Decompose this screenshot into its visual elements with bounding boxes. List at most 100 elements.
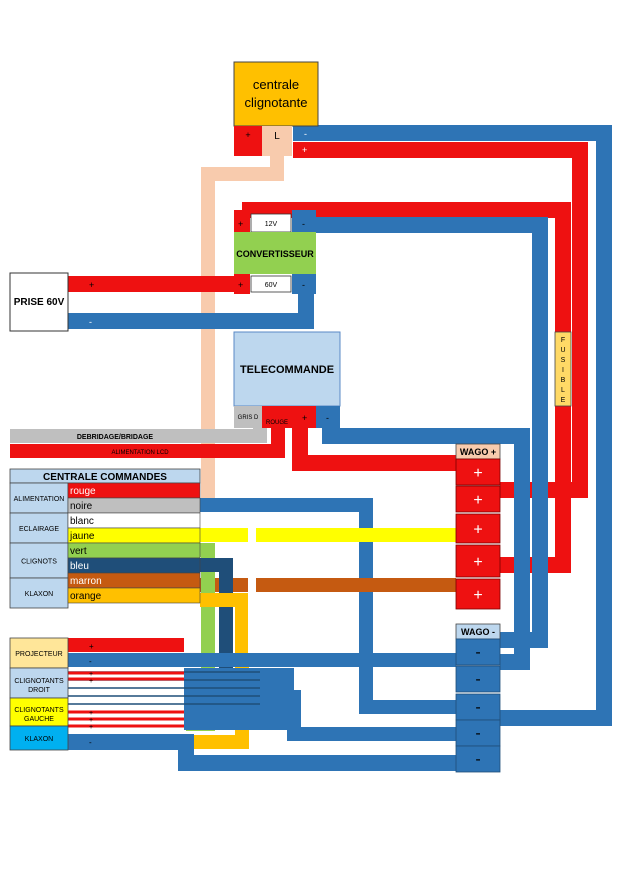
fusible-letter: B (561, 377, 566, 384)
cc-wire-row (67, 542, 201, 559)
centrale-commandes-groups: ALIMENTATION ECLAIRAGE CLIGNOTS KLAXON (9, 482, 69, 609)
wago-plus-terminals: + + + + + (455, 458, 501, 610)
centrale-clignotante-line2: clignotante (245, 95, 308, 110)
conv-minus-label: - (302, 219, 305, 229)
cc-wire-label: blanc (70, 516, 94, 527)
wire-blue-cligno-minus (293, 125, 612, 726)
wago-plus-sign: + (473, 587, 482, 604)
wago-plus-label: WAGO + (460, 447, 496, 457)
wago-plus-terminal (455, 485, 501, 513)
wago-minus-terminal (455, 638, 501, 666)
wago-plus-terminal (455, 544, 501, 578)
wago-minus-terminal (455, 745, 501, 773)
wire-blue-klaxon (68, 734, 456, 771)
cc-wire-label: rouge (70, 486, 96, 497)
wire-peach-l (201, 143, 284, 498)
wago-minus-label: WAGO - (461, 627, 495, 637)
centrale-clignotante-box (233, 61, 319, 127)
centrale-commandes-title: CENTRALE COMMANDES (43, 472, 167, 483)
fusible-box (554, 331, 572, 407)
cc-group-box (9, 577, 69, 609)
telecommande-label: TELECOMMANDE (240, 364, 334, 376)
cc-wire-label: bleu (70, 561, 89, 572)
wire-blue-noire (200, 498, 456, 714)
cc-group-label: ALIMENTATION (14, 496, 65, 503)
wago-minus-sign: - (475, 699, 480, 716)
sortie-label: KLAXON (25, 736, 53, 743)
wago-minus-sign: - (475, 751, 480, 768)
wago-plus-sign: + (473, 465, 482, 482)
conv-12v-label: 12V (265, 221, 278, 228)
sortie-box (9, 637, 69, 669)
sortie-box (9, 725, 69, 751)
wago-minus-terminal (455, 719, 501, 747)
cc-wire-row (67, 587, 201, 604)
convertisseur-top-red (234, 210, 250, 232)
centrale-clignotante-line1: centrale (253, 77, 299, 92)
telecommande-rouge-label: ROUGE (266, 420, 288, 426)
cc-group-label: KLAXON (25, 591, 53, 598)
cc-wire-label: orange (70, 591, 102, 602)
projecteur-minus-label: - (89, 657, 92, 666)
fusible-letter: F (561, 337, 565, 344)
gauche-plus-label-1: + (89, 710, 93, 717)
conv-bottom-red (234, 274, 250, 294)
wire-blue-block-sorties (184, 668, 294, 730)
wire-blue-prise (68, 292, 314, 329)
cc-group-label: CLIGNOTS (21, 559, 57, 566)
debridage-label: DEBRIDAGE/BRIDAGE (77, 434, 154, 441)
conv-plus-label: + (238, 219, 243, 229)
droit-plus-label-1: + (89, 671, 93, 678)
fusible-letter: S (561, 357, 566, 364)
wago-minus-terminals: ----- (455, 638, 501, 773)
cc-wire-label: marron (70, 576, 102, 587)
cc-wire-label: jaune (69, 531, 95, 542)
cligno-minus-label: - (304, 129, 307, 139)
conv-60v-label: 60V (265, 282, 278, 289)
sortie-box (9, 667, 69, 699)
wago-minus-sign: - (475, 725, 480, 742)
conv-top-blue (292, 210, 316, 232)
telecommande-minus-label: - (326, 413, 329, 423)
cc-group-label: ECLAIRAGE (19, 526, 59, 533)
wago-plus-sign: + (473, 522, 482, 539)
convertisseur-label: CONVERTISSEUR (236, 249, 314, 259)
telecommande-rouge-terminal (262, 406, 292, 428)
prise-plus-label: + (89, 280, 94, 290)
wago-plus-sign: + (473, 492, 482, 509)
prise-60v-label: PRISE 60V (14, 297, 65, 308)
centrale-commandes-wires: rouge noire blanc jaune vert bleu marron orange (67, 482, 201, 604)
telecommande-minus-terminal (316, 406, 340, 428)
cc-wire-label: vert (70, 546, 87, 557)
wago-plus-terminal (455, 513, 501, 544)
wago-minus-sign: - (475, 644, 480, 661)
cligno-plus-label: + (245, 130, 250, 140)
fusible-letter: U (560, 347, 565, 354)
cc-wire-label: noire (70, 501, 93, 512)
fusible-letter: E (561, 397, 566, 404)
alimentation-lcd-label: ALIMENTATION LCD (111, 450, 169, 456)
conv-60v-box (250, 275, 292, 293)
convertisseur-box (234, 232, 316, 274)
wire-red-telecommande (292, 414, 456, 471)
droit-plus-label-2: + (89, 678, 93, 685)
prise-60v-box (9, 272, 69, 332)
conv-bottom-blue (292, 274, 316, 294)
telecommande-gris-terminal (234, 406, 262, 428)
telecommande-gris-label: GRIS D (238, 415, 259, 421)
prise-minus-label: - (89, 317, 92, 327)
telecommande-plus-terminal (292, 406, 316, 428)
cc-group-box (9, 482, 69, 514)
wago-plus-sign: + (473, 554, 482, 571)
conv-minus2-label: - (302, 280, 305, 290)
fusible-letter: I (562, 367, 564, 374)
sortie-label: PROJECTEUR (15, 651, 62, 658)
wago-plus-terminal (455, 578, 501, 610)
projecteur-plus-label: + (89, 642, 94, 651)
sortie-box (9, 697, 69, 727)
conv-plus2-label: + (238, 280, 243, 290)
cligno-l-label: L (274, 131, 280, 142)
